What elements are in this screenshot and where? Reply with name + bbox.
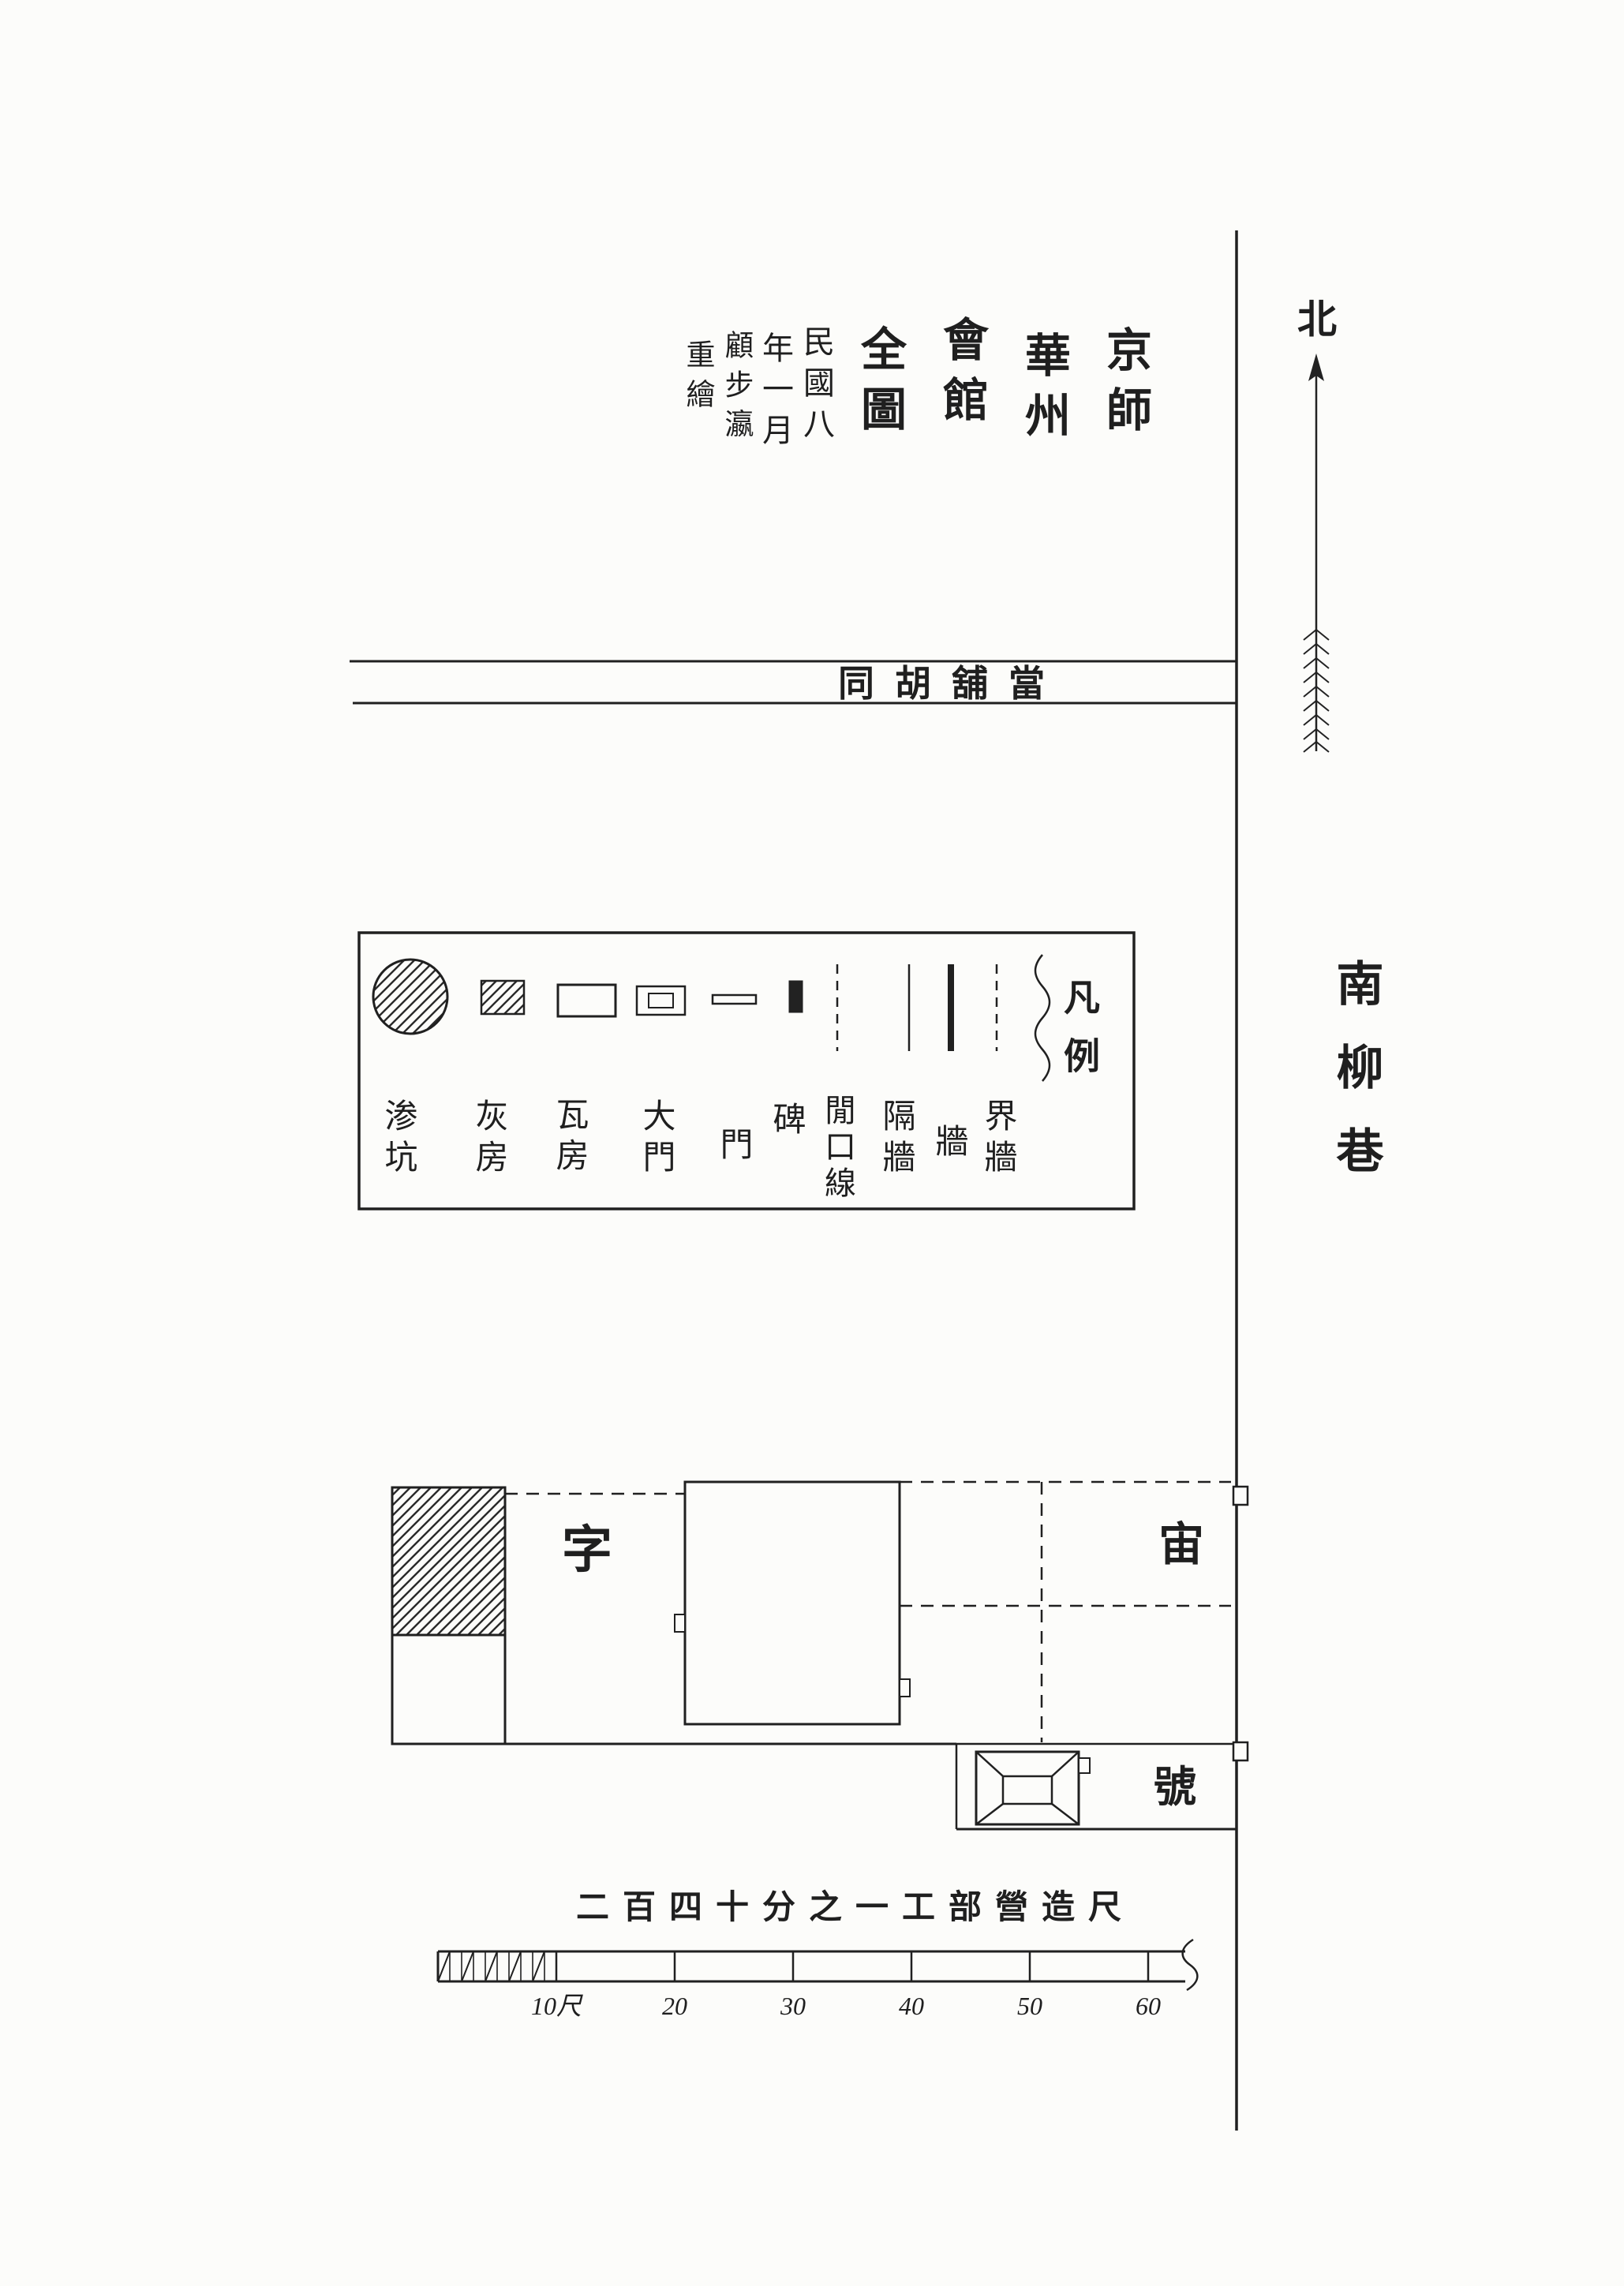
scale-tick-label-30: 30 [780,1992,806,2020]
title-column-1: 京師 [1099,326,1151,446]
street-label-nanliu-lane: 南柳巷 [1330,959,1382,1210]
plan-room-below [391,1633,507,1745]
plan-central-hall [683,1480,901,1726]
street-label-dangpu-hutong: 同胡舖當 [838,664,1065,704]
plan-hao-pavilion [975,1750,1091,1826]
site-plan [391,1480,1249,1831]
plan-label-zi: 字 [562,1522,612,1578]
author-column-2: 重繪 [681,339,713,418]
legend-symbol-seepage-pit [372,958,449,1035]
date-column-2: 年一月 [758,331,793,455]
plan-street-gate-upper [1232,1485,1249,1506]
legend-label-stele: 碑 [768,1102,804,1143]
legend-title: 凡例 [1059,978,1099,1095]
scale-caption: 二百四十分之一工部營造尺 [576,1890,1136,1926]
title-column-3: 會館 [936,316,987,436]
scale-tick-label-60: 60 [1136,1992,1161,2020]
legend-symbol-main-gate [635,985,687,1016]
legend-label-partition-wall: 隔牆 [877,1098,914,1180]
legend-label-ash-house: 灰房 [470,1098,507,1180]
legend-label-main-gate: 大門 [638,1098,674,1180]
dangpu-hutong-lines [350,660,1237,705]
plan-street-gate-lower [1232,1741,1249,1762]
legend-symbol-tile-house [556,983,617,1018]
legend-label-opening-line: 閒口線 [820,1094,855,1203]
legend-symbol-ash-house [480,979,526,1016]
north-arrow-icon [1303,354,1330,753]
date-column-1: 民國八 [799,325,834,448]
plan-hatched-building [391,1486,507,1637]
scale-bar-break [1181,1938,1199,1992]
scale-tick-label-10: 10尺 [530,1992,582,2020]
legend-label-door: 門 [715,1127,751,1168]
legend-symbol-door [711,993,758,1005]
plan-label-zhou: 宙 [1158,1519,1205,1570]
scale-bar [436,1938,1199,1992]
plan-label-hao: 號 [1154,1764,1196,1811]
author-column-1: 顧步瀛 [720,330,752,448]
legend-box [357,931,1136,1210]
scale-tick-label-40: 40 [899,1992,924,2020]
title-column-2: 華州 [1018,331,1069,451]
legend-symbol-stele [788,980,803,1013]
legend-title-bracket [1034,954,1051,1082]
legend-label-boundary-wall: 界牆 [979,1098,1016,1180]
legend-label-seepage-pit: 渗坑 [380,1098,416,1180]
scale-tick-label-20: 20 [662,1992,687,2020]
legend-label-wall: 牆 [930,1124,967,1165]
title-column-4: 全圖 [854,325,905,445]
scale-tick-label-50: 50 [1017,1992,1042,2020]
legend-label-tile-house: 瓦房 [551,1097,587,1179]
north-label: 北 [1297,297,1337,342]
